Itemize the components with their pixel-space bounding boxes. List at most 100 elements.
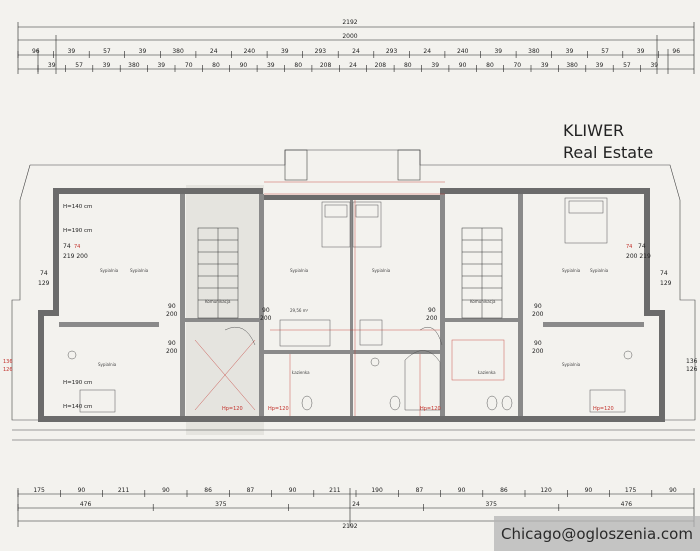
label-win-b: 74 xyxy=(74,244,80,250)
dimension-value: 39 xyxy=(637,48,645,55)
dimension-value: 476 xyxy=(621,501,633,508)
dimension-value: 24 xyxy=(210,48,218,55)
watermark: Chicago@ogloszenia.com xyxy=(494,516,700,551)
door-3-width: 90 xyxy=(262,307,270,314)
label-win-74b-right: 74 xyxy=(638,243,646,250)
room-left-komunikacja: Komunikacja xyxy=(205,299,231,304)
dimension-value: 86 xyxy=(500,487,508,494)
dimension-value: 175 xyxy=(625,487,637,494)
dimension-value: 39 xyxy=(541,62,549,69)
door-5-width: 90 xyxy=(534,303,542,310)
room-left-top-2: Sypialnia xyxy=(130,268,149,273)
dimension-value: 90 xyxy=(585,487,593,494)
dimension-value: 476 xyxy=(80,501,92,508)
roof-outline xyxy=(11,149,696,441)
label-h-lower-2: H=140 cm xyxy=(63,404,92,410)
dimension-value: 90 xyxy=(459,62,467,69)
brand-line-1: KLIWER xyxy=(563,121,625,140)
dimension-value: 39 xyxy=(494,48,502,55)
label-side-126-right: 126 xyxy=(686,366,698,373)
label-win-74-right: 74 xyxy=(626,244,632,250)
label-h-upper-1: H=140 cm xyxy=(63,204,92,210)
label-side-136-left: 136 xyxy=(3,359,13,365)
dimension-value: 39 xyxy=(48,62,56,69)
dimension-value: 380 xyxy=(172,48,184,55)
dimension-value: 70 xyxy=(185,62,193,69)
room-center-area: 29,56 m² xyxy=(290,308,309,313)
dimension-value: 240 xyxy=(457,48,469,55)
dim-inner-top: 2000 xyxy=(342,33,357,40)
door-6-width: 90 xyxy=(534,340,542,347)
dimension-value: 293 xyxy=(315,48,327,55)
dimension-value: 380 xyxy=(128,62,140,69)
furniture xyxy=(67,197,633,413)
dimension-value: 39 xyxy=(566,48,574,55)
dim-overall-bottom: 2192 xyxy=(342,523,357,530)
door-4-height: 200 xyxy=(426,315,438,322)
dimension-value: 87 xyxy=(247,487,255,494)
dimension-value: 57 xyxy=(103,48,111,55)
dimension-value: 96 xyxy=(32,48,40,55)
label-h-upper-2: H=190 cm xyxy=(63,228,92,234)
dimension-value: 24 xyxy=(423,48,431,55)
door-6-height: 200 xyxy=(532,348,544,355)
room-right-komunikacja: Komunikacja xyxy=(470,299,496,304)
room-left-top: Sypialnia xyxy=(100,268,119,273)
dimension-value: 87 xyxy=(416,487,424,494)
dimension-value: 39 xyxy=(157,62,165,69)
door-2-height: 200 xyxy=(166,348,178,355)
hp-mid-right: Hp=120 xyxy=(420,406,441,412)
room-lazienka-left: Łazienka xyxy=(291,370,310,375)
dimension-value: 90 xyxy=(289,487,297,494)
dimension-value: 70 xyxy=(513,62,521,69)
dimension-value: 208 xyxy=(375,62,387,69)
dimension-value: 39 xyxy=(431,62,439,69)
label-side-129-right: 129 xyxy=(660,280,672,287)
dimension-value: 375 xyxy=(215,501,227,508)
stairs-left xyxy=(197,227,239,319)
label-win-a: 74 xyxy=(63,243,71,250)
dimension-value: 57 xyxy=(601,48,609,55)
dimension-value: 39 xyxy=(267,62,275,69)
label-side-136-right: 136 xyxy=(686,358,698,365)
dimension-value: 39 xyxy=(139,48,147,55)
dimension-value: 80 xyxy=(294,62,302,69)
dimension-value: 293 xyxy=(386,48,398,55)
dimension-value: 211 xyxy=(329,487,341,494)
label-h-lower-1: H=190 cm xyxy=(63,380,92,386)
room-right-bottom: Sypialnia xyxy=(562,362,581,367)
dimension-value: 39 xyxy=(68,48,76,55)
brand-block: KLIWER Real Estate xyxy=(563,120,653,164)
label-sill-left: 219 200 xyxy=(63,253,88,260)
dimension-value: 24 xyxy=(352,501,360,508)
hp-right: Hp=120 xyxy=(593,406,614,412)
interior-walls xyxy=(59,194,644,416)
dimension-value: 380 xyxy=(528,48,540,55)
dim-overall-top: 2192 xyxy=(342,19,357,26)
dimension-value: 80 xyxy=(404,62,412,69)
room-lazienka-right: Łazienka xyxy=(477,370,496,375)
room-center-right: Sypialnia xyxy=(372,268,391,273)
dimension-value: 90 xyxy=(162,487,170,494)
door-3-height: 200 xyxy=(260,315,272,322)
door-2-width: 90 xyxy=(168,340,176,347)
room-right-top: Sypialnia xyxy=(562,268,581,273)
dimension-value: 90 xyxy=(78,487,86,494)
dimension-value: 86 xyxy=(204,487,212,494)
dimension-value: 208 xyxy=(320,62,332,69)
label-side-126-left: 126 xyxy=(3,367,13,373)
red-annotations xyxy=(194,181,505,416)
dimension-value: 80 xyxy=(212,62,220,69)
label-side-74-right: 74 xyxy=(660,270,668,277)
exterior-walls xyxy=(38,188,665,422)
stairs-right xyxy=(461,227,503,319)
dimension-value: 90 xyxy=(458,487,466,494)
dimension-value: 120 xyxy=(540,487,552,494)
label-side-74-left: 74 xyxy=(40,270,48,277)
dimension-value: 57 xyxy=(75,62,83,69)
